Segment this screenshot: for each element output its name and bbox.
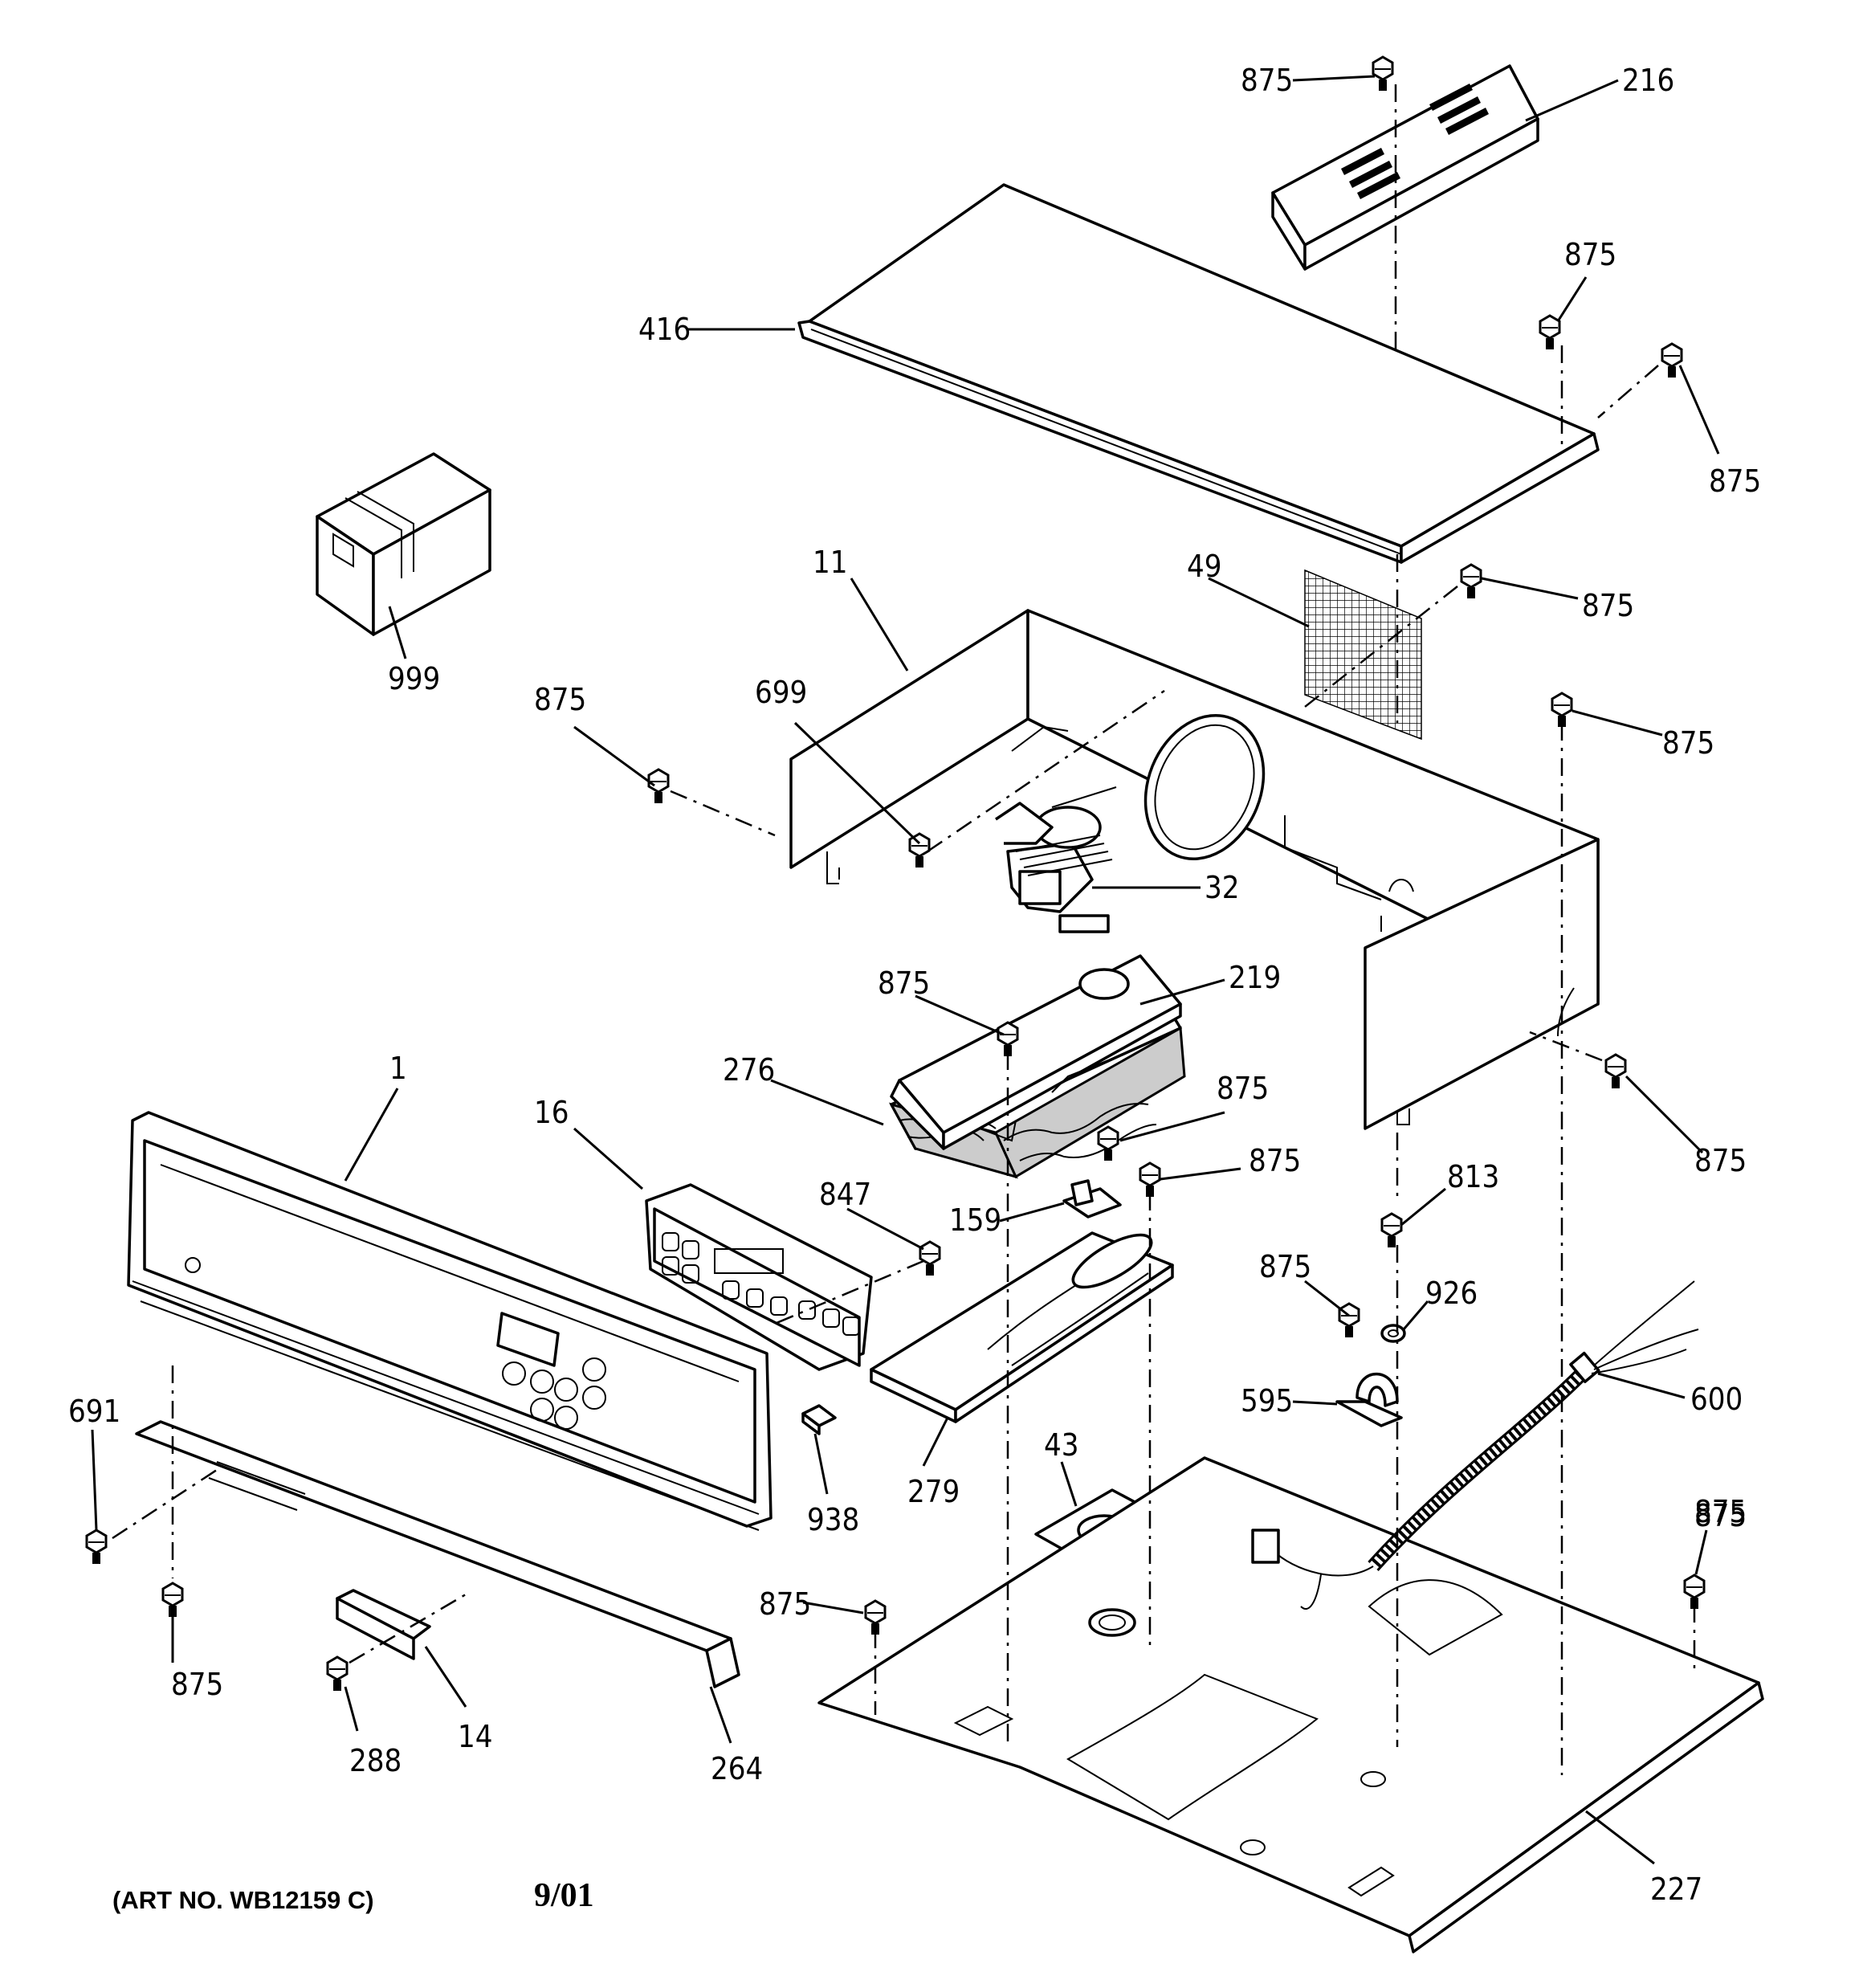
part-49-mesh-filter (1304, 569, 1422, 741)
callout-875: 875 (534, 682, 586, 717)
callout-216: 216 (1622, 63, 1674, 98)
part-227-base-pan (817, 1456, 1764, 1953)
part-600-power-cord (1251, 1280, 1699, 1610)
callout-43: 43 (1044, 1427, 1079, 1463)
part-264-trim (135, 1420, 740, 1688)
callout-847: 847 (819, 1177, 871, 1212)
part-938-clip (801, 1404, 837, 1435)
callout-813: 813 (1447, 1159, 1499, 1194)
part-11-housing (789, 609, 1600, 1130)
assembly-lines (112, 84, 1696, 1775)
callout-49: 49 (1187, 549, 1222, 584)
grommet-icon (1380, 1324, 1406, 1343)
revision-date: 9/01 (534, 1877, 594, 1914)
callout-875: 875 (1582, 588, 1634, 623)
part-416-top-panel (797, 183, 1600, 564)
callout-875: 875 (1259, 1249, 1311, 1284)
callout-11: 11 (813, 545, 848, 580)
leader-lines (91, 75, 1720, 1865)
callout-691: 691 (68, 1394, 120, 1429)
art-number: (ART NO. WB12159 C) (112, 1886, 374, 1914)
callout-16: 16 (534, 1095, 569, 1130)
callout-875: 875 (878, 965, 930, 1001)
callout-279: 279 (907, 1474, 960, 1509)
callout-875: 875 (1694, 1494, 1747, 1529)
part-219-cover (890, 954, 1182, 1150)
callout-875: 875 (1241, 63, 1293, 98)
callout-875: 875 (1662, 725, 1714, 761)
callout-227: 227 (1650, 1872, 1702, 1907)
callout-416: 416 (638, 312, 691, 347)
callout-875: 875 (759, 1586, 811, 1622)
callout-699: 699 (755, 675, 807, 710)
callout-938: 938 (807, 1502, 859, 1537)
part-14-plate (336, 1589, 431, 1660)
callout-labels: 416 216 875 875 875 999 11 49 875 875 69… (68, 63, 1761, 1907)
callout-264: 264 (711, 1751, 763, 1786)
callout-276: 276 (723, 1052, 775, 1088)
part-159-bracket (1062, 1179, 1122, 1219)
callout-600: 600 (1690, 1382, 1743, 1417)
callout-595: 595 (1241, 1383, 1293, 1419)
part-1-control-panel (127, 1111, 773, 1531)
callout-14: 14 (458, 1719, 493, 1754)
callout-159: 159 (949, 1202, 1001, 1238)
part-279-duct (870, 1231, 1174, 1423)
callout-288: 288 (349, 1743, 402, 1778)
callout-1: 1 (389, 1051, 407, 1086)
callout-32: 32 (1205, 870, 1240, 905)
callout-926: 926 (1425, 1276, 1478, 1311)
part-16-control-board (645, 1183, 873, 1371)
callout-875: 875 (1217, 1071, 1269, 1106)
callout-999: 999 (388, 661, 440, 696)
part-32-fan-motor (995, 786, 1117, 933)
callout-875: 875 (1249, 1143, 1301, 1178)
callout-875: 875 (171, 1667, 223, 1702)
callout-875: 875 (1564, 237, 1616, 272)
callout-875: 875 (1694, 1498, 1747, 1533)
part-999-box (316, 452, 491, 636)
callout-875: 875 (1694, 1143, 1747, 1178)
part-595-cord-clamp (1335, 1372, 1403, 1427)
part-216-vent-cover (1271, 64, 1539, 271)
callout-875: 875 (1709, 463, 1761, 499)
callout-219: 219 (1229, 960, 1281, 995)
